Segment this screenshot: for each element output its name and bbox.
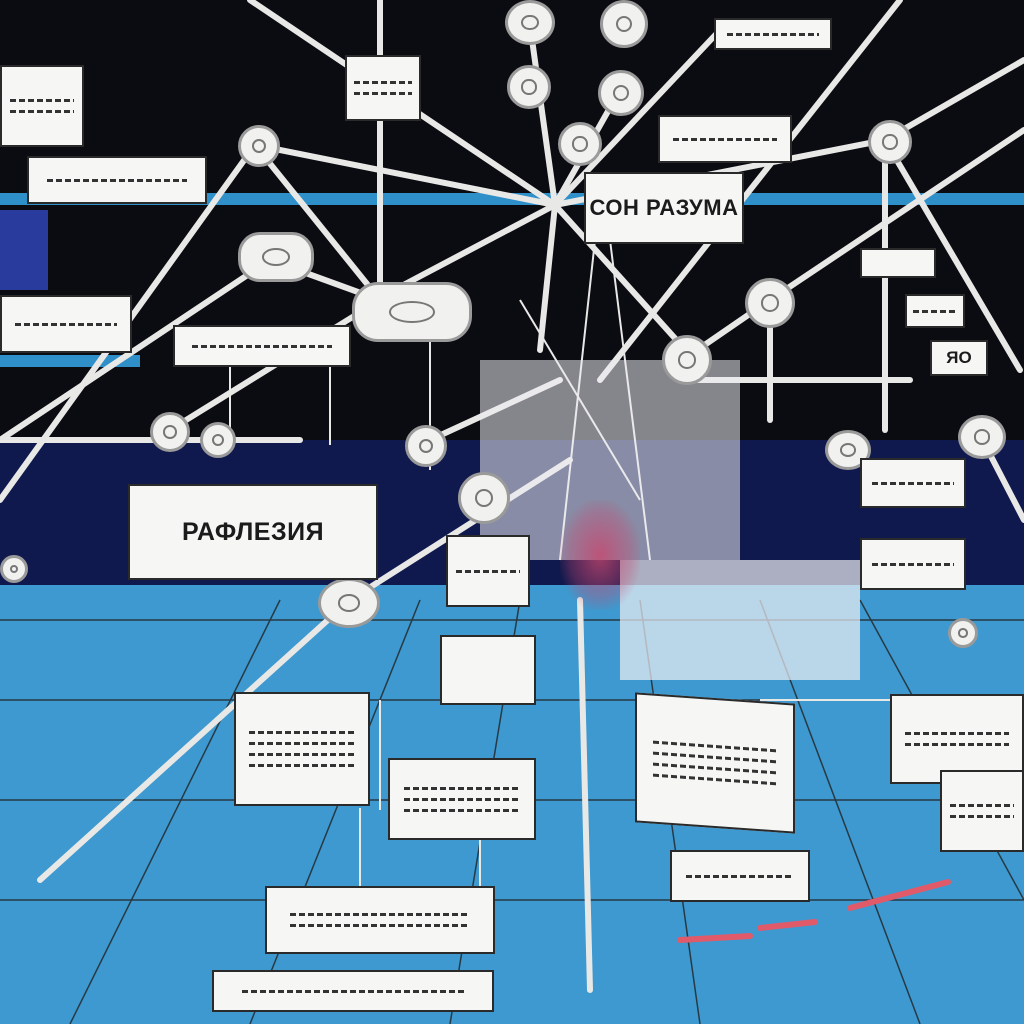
node bbox=[458, 472, 510, 524]
scribble-panel bbox=[860, 248, 936, 278]
scribble-panel bbox=[860, 458, 966, 508]
scribble-panel bbox=[714, 18, 832, 50]
node-capsule bbox=[238, 232, 314, 282]
main-sign: РАФЛЕЗИЯ bbox=[128, 484, 378, 580]
node bbox=[745, 278, 795, 328]
node bbox=[200, 422, 236, 458]
top-sign-text: СОН РАЗУМА bbox=[589, 195, 739, 220]
top-sign: СОН РАЗУМА bbox=[584, 172, 744, 244]
scribble-panel bbox=[0, 65, 84, 147]
scribble-panel bbox=[440, 635, 536, 705]
scribble-panel bbox=[345, 55, 421, 121]
scribble-panel bbox=[860, 538, 966, 590]
main-sign-text: РАФЛЕЗИЯ bbox=[181, 517, 325, 546]
node bbox=[868, 120, 912, 164]
small-sign-text: ЯО bbox=[946, 348, 972, 367]
scribble-panel bbox=[27, 156, 207, 204]
small-sign: ЯО bbox=[930, 340, 988, 376]
node bbox=[150, 412, 190, 452]
scribble-panel bbox=[234, 692, 370, 806]
scribble-panel bbox=[0, 295, 132, 353]
node bbox=[958, 415, 1006, 459]
scribble-panel bbox=[635, 692, 795, 834]
node bbox=[0, 555, 28, 583]
scribble-panel bbox=[446, 535, 530, 607]
node bbox=[662, 335, 712, 385]
node bbox=[948, 618, 978, 648]
node bbox=[598, 70, 644, 116]
node bbox=[507, 65, 551, 109]
node bbox=[505, 0, 555, 45]
node bbox=[600, 0, 648, 48]
blue-block bbox=[0, 210, 48, 290]
scribble-panel bbox=[905, 294, 965, 328]
node bbox=[558, 122, 602, 166]
scribble-panel bbox=[670, 850, 810, 902]
scribble-panel bbox=[388, 758, 536, 840]
node-capsule bbox=[352, 282, 472, 342]
node bbox=[405, 425, 447, 467]
scribble-panel bbox=[173, 325, 351, 367]
red-splash bbox=[560, 500, 640, 610]
scribble-panel bbox=[212, 970, 494, 1012]
scribble-panel bbox=[890, 694, 1024, 784]
scribble-panel bbox=[658, 115, 792, 163]
scribble-panel bbox=[940, 770, 1024, 852]
node bbox=[318, 578, 380, 628]
node bbox=[238, 125, 280, 167]
scribble-panel bbox=[265, 886, 495, 954]
conveyor bbox=[620, 560, 860, 680]
